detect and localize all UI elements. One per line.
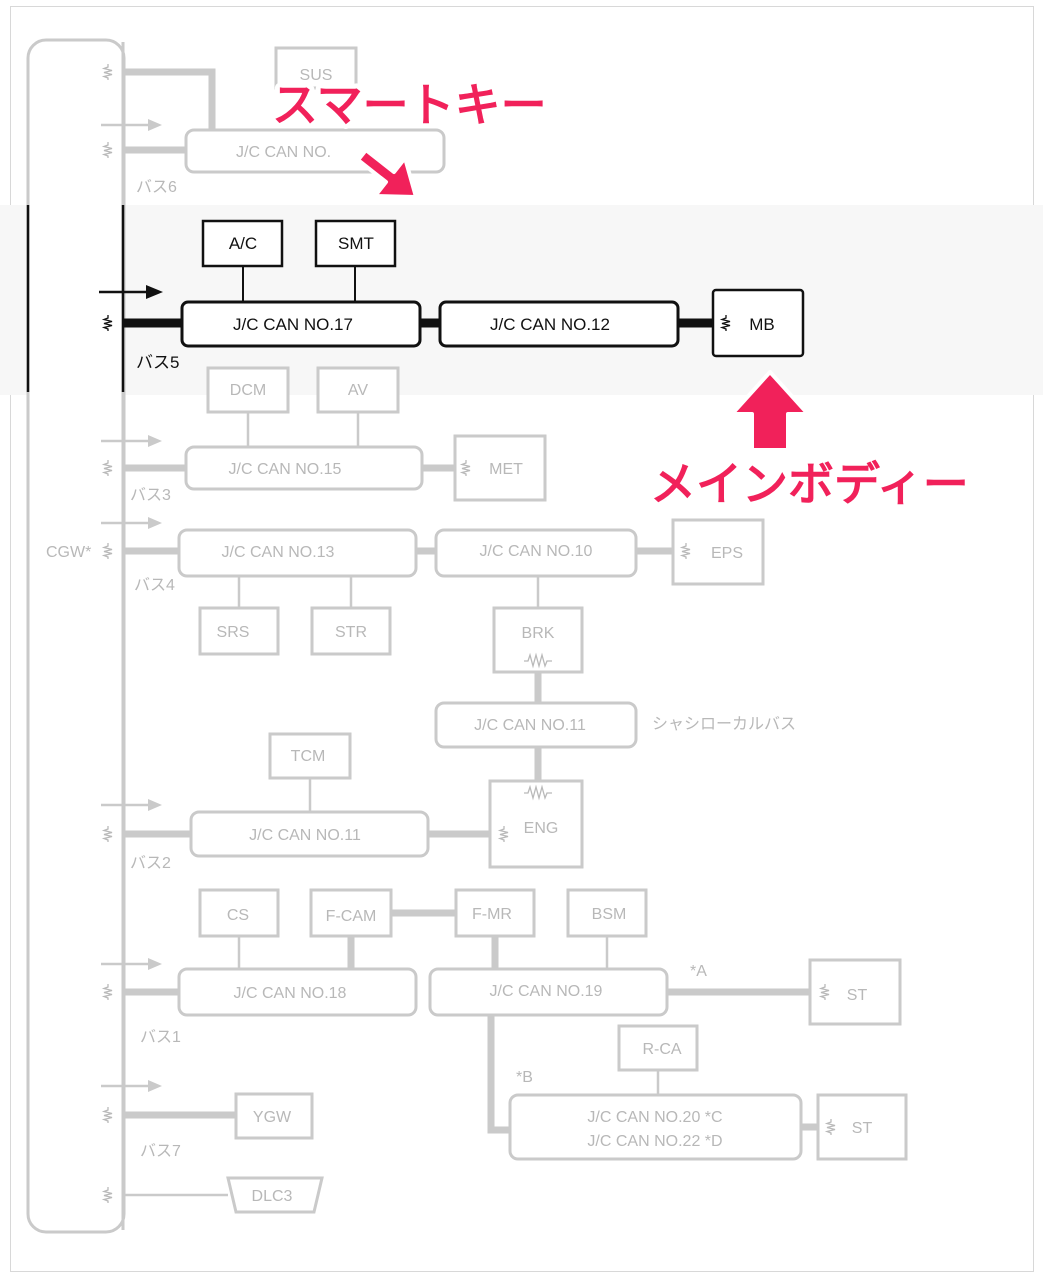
ecu-st2-label: ST bbox=[852, 1120, 873, 1137]
ecu-st1-label: ST bbox=[847, 987, 868, 1004]
chassis-bus-label: シャシローカルバス bbox=[652, 716, 796, 733]
bus1-label: バス1 bbox=[140, 1029, 181, 1046]
ecu-tcm-box bbox=[268, 732, 352, 780]
jc10-label: J/C CAN NO.10 bbox=[480, 543, 593, 560]
ecu-rca-box bbox=[617, 1024, 699, 1072]
jc12-label: J/C CAN NO.12 bbox=[490, 315, 610, 334]
main-body-arrow-icon bbox=[730, 370, 810, 452]
ecu-met-box bbox=[453, 434, 547, 502]
ecu-st1-box bbox=[808, 958, 902, 1026]
bus5-network bbox=[26, 205, 805, 392]
bus3-label: バス3 bbox=[130, 487, 171, 504]
ecu-mb-box bbox=[711, 288, 805, 358]
note-star-a: *A bbox=[690, 963, 707, 980]
ecu-eng-label: ENG bbox=[524, 820, 559, 837]
ecu-met-label: MET bbox=[489, 461, 523, 478]
ecu-st2-box bbox=[816, 1093, 908, 1161]
ecu-cs-label: CS bbox=[227, 907, 249, 924]
cgw-label: CGW* bbox=[46, 544, 91, 561]
ecu-tcm-label: TCM bbox=[291, 748, 326, 765]
ecu-fcam-label: F-CAM bbox=[326, 908, 377, 925]
ecu-av-box bbox=[316, 366, 400, 414]
callout-smart-key: スマートキー bbox=[272, 78, 547, 132]
callout-main-body: メインボディー bbox=[650, 457, 969, 511]
smart-key-arrow-icon bbox=[356, 148, 418, 199]
ecu-bsm-box bbox=[566, 888, 648, 938]
ecu-ac-box bbox=[201, 219, 284, 268]
ecu-dcm-label: DCM bbox=[230, 382, 266, 399]
bus5-label: バス5 bbox=[136, 353, 179, 372]
bus6-label: バス6 bbox=[136, 179, 177, 196]
jc20-label: J/C CAN NO.20 *C bbox=[587, 1109, 722, 1126]
jc18-box bbox=[177, 967, 418, 1017]
ecu-ygw-box bbox=[234, 1092, 314, 1140]
jc11-bus2-label: J/C CAN NO.11 bbox=[249, 827, 361, 844]
dlc3-label: DLC3 bbox=[252, 1188, 293, 1205]
bus4-label: バス4 bbox=[134, 577, 175, 594]
ecu-srs-box bbox=[198, 606, 280, 656]
ecu-av-label: AV bbox=[348, 382, 368, 399]
ecu-eps-label: EPS bbox=[711, 545, 743, 562]
ecu-str-label: STR bbox=[335, 624, 367, 641]
dlc3-connector bbox=[226, 1176, 324, 1214]
bus7-label: バス7 bbox=[140, 1143, 181, 1160]
ecu-sus-box bbox=[274, 46, 358, 90]
bus5-highlight-band bbox=[0, 205, 1043, 395]
jc11-chassis-label: J/C CAN NO.11 bbox=[474, 717, 586, 734]
bus2-label: バス2 bbox=[130, 855, 171, 872]
jc15-label: J/C CAN NO.15 bbox=[229, 461, 342, 478]
ecu-cs-box bbox=[198, 888, 280, 938]
ecu-mb-label: MB bbox=[749, 315, 775, 334]
jc13-label: J/C CAN NO.13 bbox=[222, 544, 335, 561]
inactive-network bbox=[26, 38, 908, 1234]
ecu-srs-label: SRS bbox=[217, 624, 250, 641]
note-star-b: *B bbox=[516, 1069, 533, 1086]
jc17-label: J/C CAN NO.17 bbox=[233, 315, 353, 334]
jc22-label: J/C CAN NO.22 *D bbox=[587, 1133, 722, 1150]
jc19-label: J/C CAN NO.19 bbox=[490, 983, 603, 1000]
ecu-ac-label: A/C bbox=[229, 234, 257, 253]
ecu-rca-label: R-CA bbox=[642, 1041, 681, 1058]
ecu-eps-box bbox=[671, 518, 765, 586]
ecu-brk-label: BRK bbox=[522, 625, 555, 642]
ecu-sus-label: SUS bbox=[300, 67, 333, 84]
ecu-fmr-label: F-MR bbox=[472, 906, 512, 923]
ecu-ygw-label: YGW bbox=[253, 1109, 292, 1126]
ecu-smt-label: SMT bbox=[338, 234, 374, 253]
jc18-label: J/C CAN NO.18 bbox=[234, 985, 347, 1002]
ecu-eng-box bbox=[488, 779, 584, 869]
cgw-gateway-box bbox=[26, 38, 126, 1234]
ecu-bsm-label: BSM bbox=[592, 906, 627, 923]
jc-sus-row-label: J/C CAN NO. bbox=[236, 144, 331, 161]
